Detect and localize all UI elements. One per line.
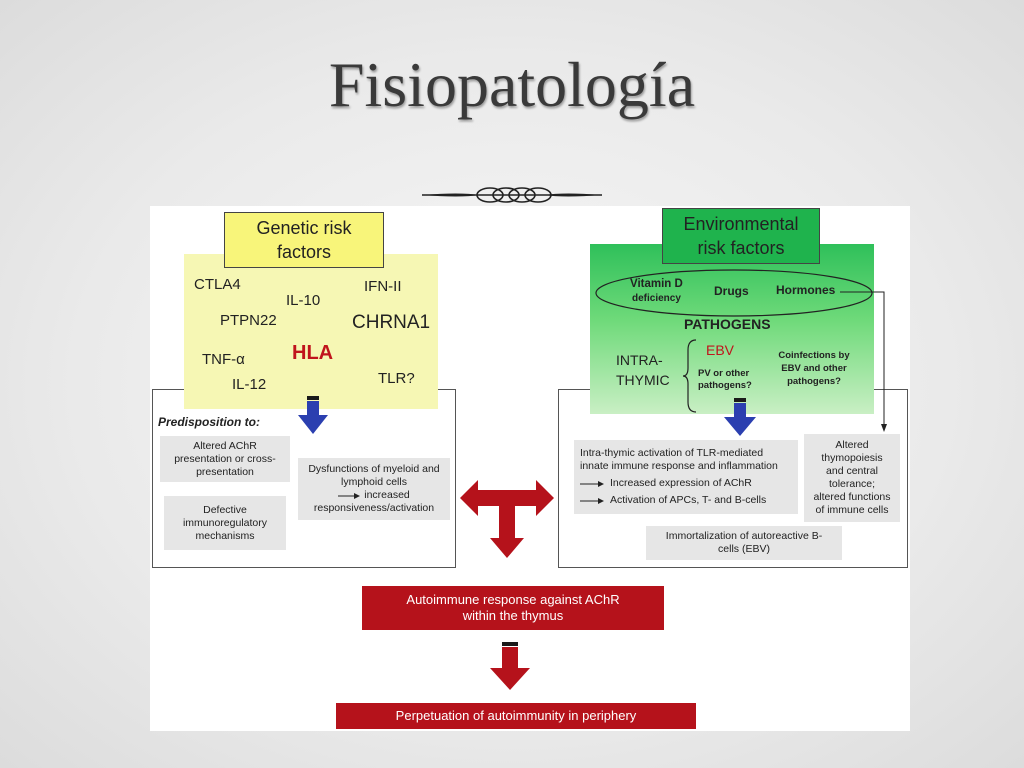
deficiency-label: deficiency [632, 293, 681, 304]
gene-ctla4: CTLA4 [194, 276, 241, 293]
blue-arrow-down-left [298, 396, 328, 434]
diagram-panel: Genetic risk factors CTLA4 IL-10 IFN-II … [150, 206, 910, 731]
gene-ifn: IFN-II [364, 278, 402, 295]
dysfunctions-box: Dysfunctions of myeloid and lymphoid cel… [298, 458, 450, 520]
autoimmune-response-box: Autoimmune response against AChR within … [362, 586, 664, 630]
defective-box: Defective immunoregulatory mechanisms [164, 496, 286, 550]
pathogens-label: PATHOGENS [684, 316, 771, 332]
intrathymic-activation-box: Intra-thymic activation of TLR-mediated … [574, 440, 798, 514]
gene-chrna1: CHRNA1 [352, 312, 431, 333]
brace-icon [682, 339, 697, 413]
arrow-right-icon [580, 497, 604, 504]
gene-il12: IL-12 [232, 376, 267, 393]
ebv-label: EBV [706, 342, 735, 358]
genetic-risk-header: Genetic risk factors [224, 212, 384, 268]
arrow-right-icon [580, 480, 604, 487]
pv-label: PV or other pathogens? [698, 368, 752, 391]
gene-ptpn22: PTPN22 [220, 312, 277, 329]
gene-hla: HLA [292, 342, 334, 364]
blue-arrow-down-right [724, 398, 756, 436]
slide-title: Fisiopatología [328, 49, 696, 120]
gene-il10: IL-10 [286, 292, 321, 309]
gene-tlr: TLR? [378, 370, 415, 387]
perpetuation-box: Perpetuation of autoimmunity in peripher… [336, 703, 696, 729]
drugs-label: Drugs [714, 284, 749, 298]
hormones-connector [840, 291, 887, 432]
predisposition-label: Predisposition to: [158, 415, 260, 429]
altered-achr-box: Altered AChR presentation or cross- pres… [160, 436, 290, 482]
coinfections-label: Coinfections by EBV and other pathogens? [778, 350, 850, 387]
thymic-label: THYMIC [616, 372, 670, 388]
environmental-risk-header: Environmental risk factors [662, 208, 820, 264]
gene-tnf: TNF-α [202, 351, 245, 368]
vitamin-d-label: Vitamin D [630, 278, 683, 290]
lifestyle-ellipse [595, 269, 873, 317]
immortalization-box: Immortalization of autoreactive B- cells… [646, 526, 842, 560]
convergence-arrow [460, 480, 554, 558]
altered-thymopoiesis-box: Altered thymopoiesis and central toleran… [804, 434, 900, 522]
red-arrow-down [490, 642, 530, 690]
environmental-factors-area [590, 244, 874, 414]
intra-label: INTRA- [616, 352, 663, 368]
ornament-divider [422, 187, 602, 203]
hormones-label: Hormones [776, 283, 836, 297]
genetic-factors-area [184, 254, 438, 409]
arrow-right-icon [338, 492, 361, 499]
